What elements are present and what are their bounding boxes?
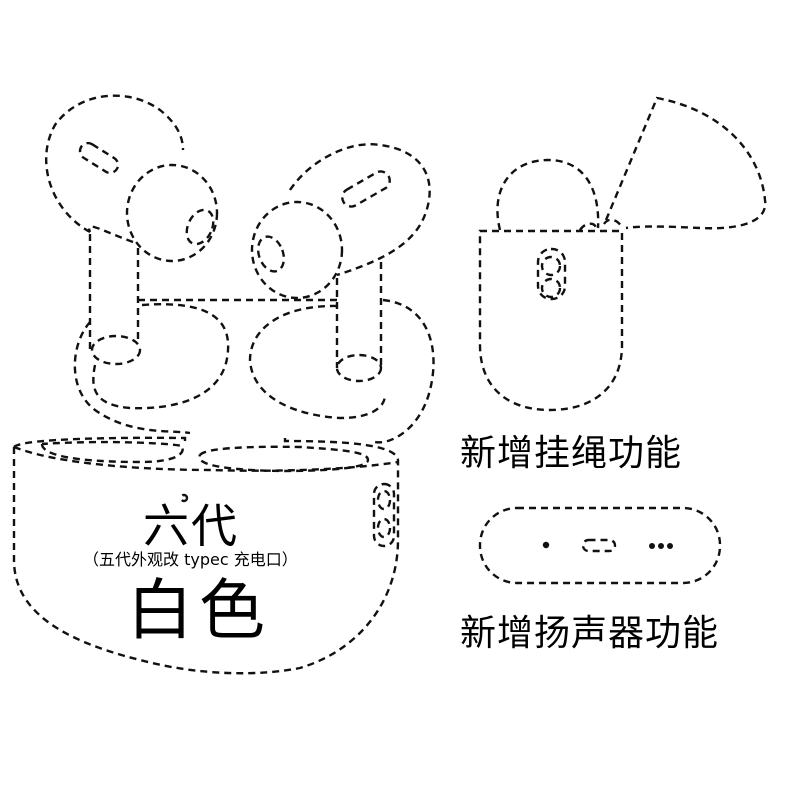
charging-case-front-figure <box>12 436 400 675</box>
case-bottom-speaker-figure <box>478 506 722 585</box>
generation-label: 六代 <box>143 499 239 553</box>
case-with-lanyard-figure <box>478 96 767 412</box>
color-label: 白色 <box>127 572 271 649</box>
left-earbud-figure <box>45 94 338 435</box>
right-earbud-figure <box>248 143 435 444</box>
design-note-label: （五代外观改 typec 充电口） <box>83 550 298 569</box>
speaker-feature-label: 新增扬声器功能 <box>460 613 720 654</box>
lanyard-feature-label: 新增挂绳功能 <box>460 433 683 474</box>
